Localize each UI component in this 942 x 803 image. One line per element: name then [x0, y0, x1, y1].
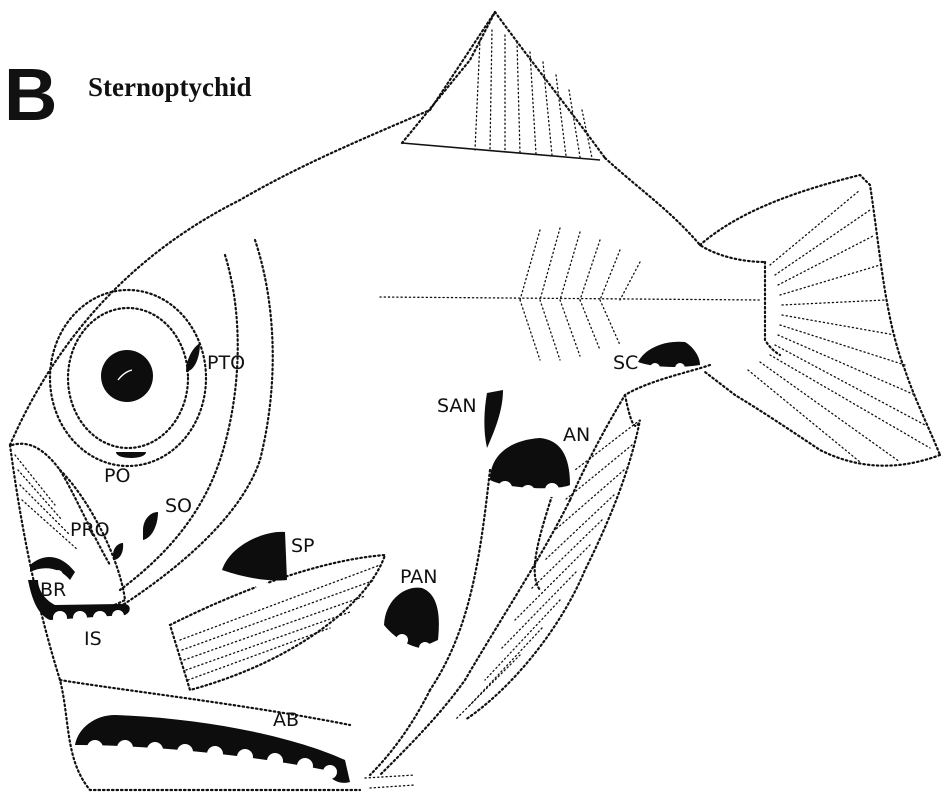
photophore-pto	[186, 343, 200, 372]
eye	[101, 350, 153, 402]
photophore-sp	[222, 532, 287, 592]
label-pan: PAN	[400, 568, 437, 587]
label-pro: PRO	[70, 521, 110, 540]
label-an: AN	[563, 426, 590, 445]
photophore-an	[490, 438, 570, 499]
photophore-ab	[75, 715, 350, 783]
photophore-sc	[638, 342, 700, 373]
label-po: PO	[104, 467, 130, 486]
label-so: SO	[165, 497, 192, 516]
label-ab: AB	[273, 711, 299, 730]
photophore-pan	[384, 588, 439, 654]
photophore-san	[484, 390, 503, 448]
label-pto: PTO	[207, 354, 245, 373]
panel-letter: B	[4, 58, 57, 132]
photophore-so	[143, 512, 158, 540]
photophore-pro	[113, 543, 123, 560]
photophore-po	[116, 452, 146, 458]
ventral-keel-tip	[365, 775, 415, 788]
figure-title: Sternoptychid	[88, 74, 252, 101]
photophore-br	[30, 557, 75, 580]
label-sc: SC	[613, 354, 638, 373]
caudal-fin	[700, 175, 940, 466]
dorsal-fin	[402, 12, 605, 160]
label-san: SAN	[437, 397, 477, 416]
label-br: BR	[40, 581, 66, 600]
label-is: IS	[84, 630, 102, 649]
label-sp: SP	[291, 537, 315, 556]
lateral-structures	[380, 228, 760, 360]
